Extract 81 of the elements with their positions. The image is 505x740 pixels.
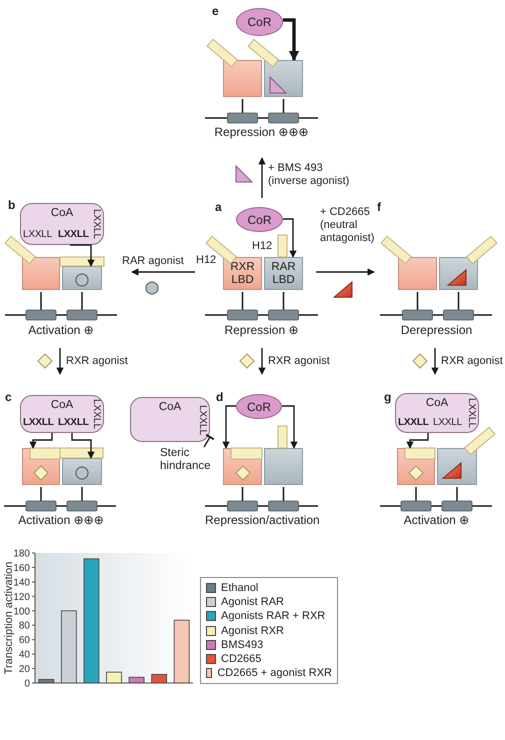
box-label: RAR LBD — [270, 260, 297, 286]
legend-label: CD2665 — [221, 653, 262, 666]
edge-label: RAR agonist — [122, 255, 184, 268]
arrow — [258, 157, 266, 198]
coactivator-box — [20, 203, 104, 245]
motif-label: LXXLL — [197, 404, 208, 435]
arrow — [258, 348, 266, 375]
corepressor-oval: CoR — [236, 8, 283, 36]
helix-label: H12 — [196, 254, 216, 267]
legend-label: Ethanol — [221, 582, 258, 594]
inhibition-line — [203, 434, 215, 448]
tick-label: 100 — [13, 606, 30, 618]
axis-title: Transcription activation — [3, 562, 15, 674]
panel-letter: a — [215, 201, 222, 214]
coactivator-box — [20, 395, 104, 433]
receptor-box — [398, 257, 437, 290]
tick-label: 180 — [13, 548, 30, 560]
arrow — [283, 18, 299, 61]
motif-label: LXXLL — [23, 228, 52, 241]
tick-label: 0 — [24, 678, 30, 690]
panel-caption: Activation ⊕ — [27, 324, 95, 337]
coactivator-label: CoA — [50, 207, 74, 220]
panel-caption: Activation ⊕⊕⊕ — [17, 514, 105, 527]
arrow — [282, 405, 298, 449]
motif-label: LXXLL — [58, 416, 89, 429]
panel-letter: b — [8, 199, 16, 212]
panel-letter: c — [5, 391, 12, 404]
edge-label: RXR agonist — [66, 355, 128, 368]
helix-label: H12 — [252, 240, 272, 253]
coactivator-box — [395, 393, 479, 433]
tick-label: 40 — [18, 650, 30, 661]
motif-label: LXXLL — [58, 228, 89, 241]
arrow — [222, 405, 236, 449]
annotation-text: Steric hindrance — [160, 447, 220, 475]
panel-caption: Repression ⊕⊕⊕ — [213, 126, 310, 139]
coactivator-label: CoA — [50, 399, 74, 412]
coactivator-label: CoA — [426, 397, 448, 410]
panel-caption: Derepression — [400, 324, 474, 337]
motif-label: LXXLL — [23, 416, 54, 429]
motif-label: LXXLL — [433, 416, 462, 429]
arrow — [316, 268, 375, 276]
arrow — [30, 433, 53, 449]
arrow — [71, 433, 94, 459]
motif-label: LXXLL — [466, 398, 477, 428]
arrow — [56, 348, 64, 375]
panel-letter: d — [216, 391, 224, 404]
edge-label: RXR agonist — [268, 355, 330, 368]
receptor-box — [22, 257, 60, 290]
arrow — [70, 244, 94, 267]
legend-label: Agonists RAR + RXR — [221, 610, 326, 622]
panel-caption: Repression ⊕ — [223, 324, 300, 337]
coactivator-box — [130, 397, 210, 442]
legend-label: Agonist RAR — [221, 596, 284, 608]
motif-label: LXXLL — [91, 208, 102, 240]
corepressor-oval: CoR — [236, 394, 282, 419]
legend-label: Agonist RXR — [221, 624, 284, 637]
arrow — [131, 268, 195, 276]
coactivator-label: CoA — [158, 401, 182, 414]
arrow — [283, 218, 296, 258]
arrow — [432, 348, 438, 375]
tick-label: 80 — [18, 620, 30, 632]
motif-label: LXXLL — [398, 416, 429, 429]
tick-label: 20 — [18, 664, 30, 676]
edge-label: RXR agonist — [441, 355, 503, 368]
tick-label: 140 — [13, 577, 30, 588]
panel-caption: Repression/activation — [205, 514, 318, 527]
panel-letter: f — [377, 201, 381, 214]
panel-letter: e — [212, 5, 219, 18]
tick-label: 60 — [18, 635, 30, 646]
box-label: RXR LBD — [229, 260, 256, 286]
tick-label: 120 — [13, 592, 30, 603]
tick-label: 160 — [13, 562, 30, 574]
legend-label: BMS493 — [221, 638, 264, 651]
receptor-box — [264, 448, 303, 485]
panel-caption: Activation ⊕ — [402, 514, 470, 527]
corepressor-oval: CoR — [236, 207, 283, 232]
motif-label: LXXLL — [91, 398, 102, 430]
panel-letter: g — [384, 391, 392, 404]
receptor-box — [223, 60, 262, 97]
legend-label: CD2665 + agonist RXR — [217, 667, 332, 680]
arrow — [406, 433, 429, 449]
